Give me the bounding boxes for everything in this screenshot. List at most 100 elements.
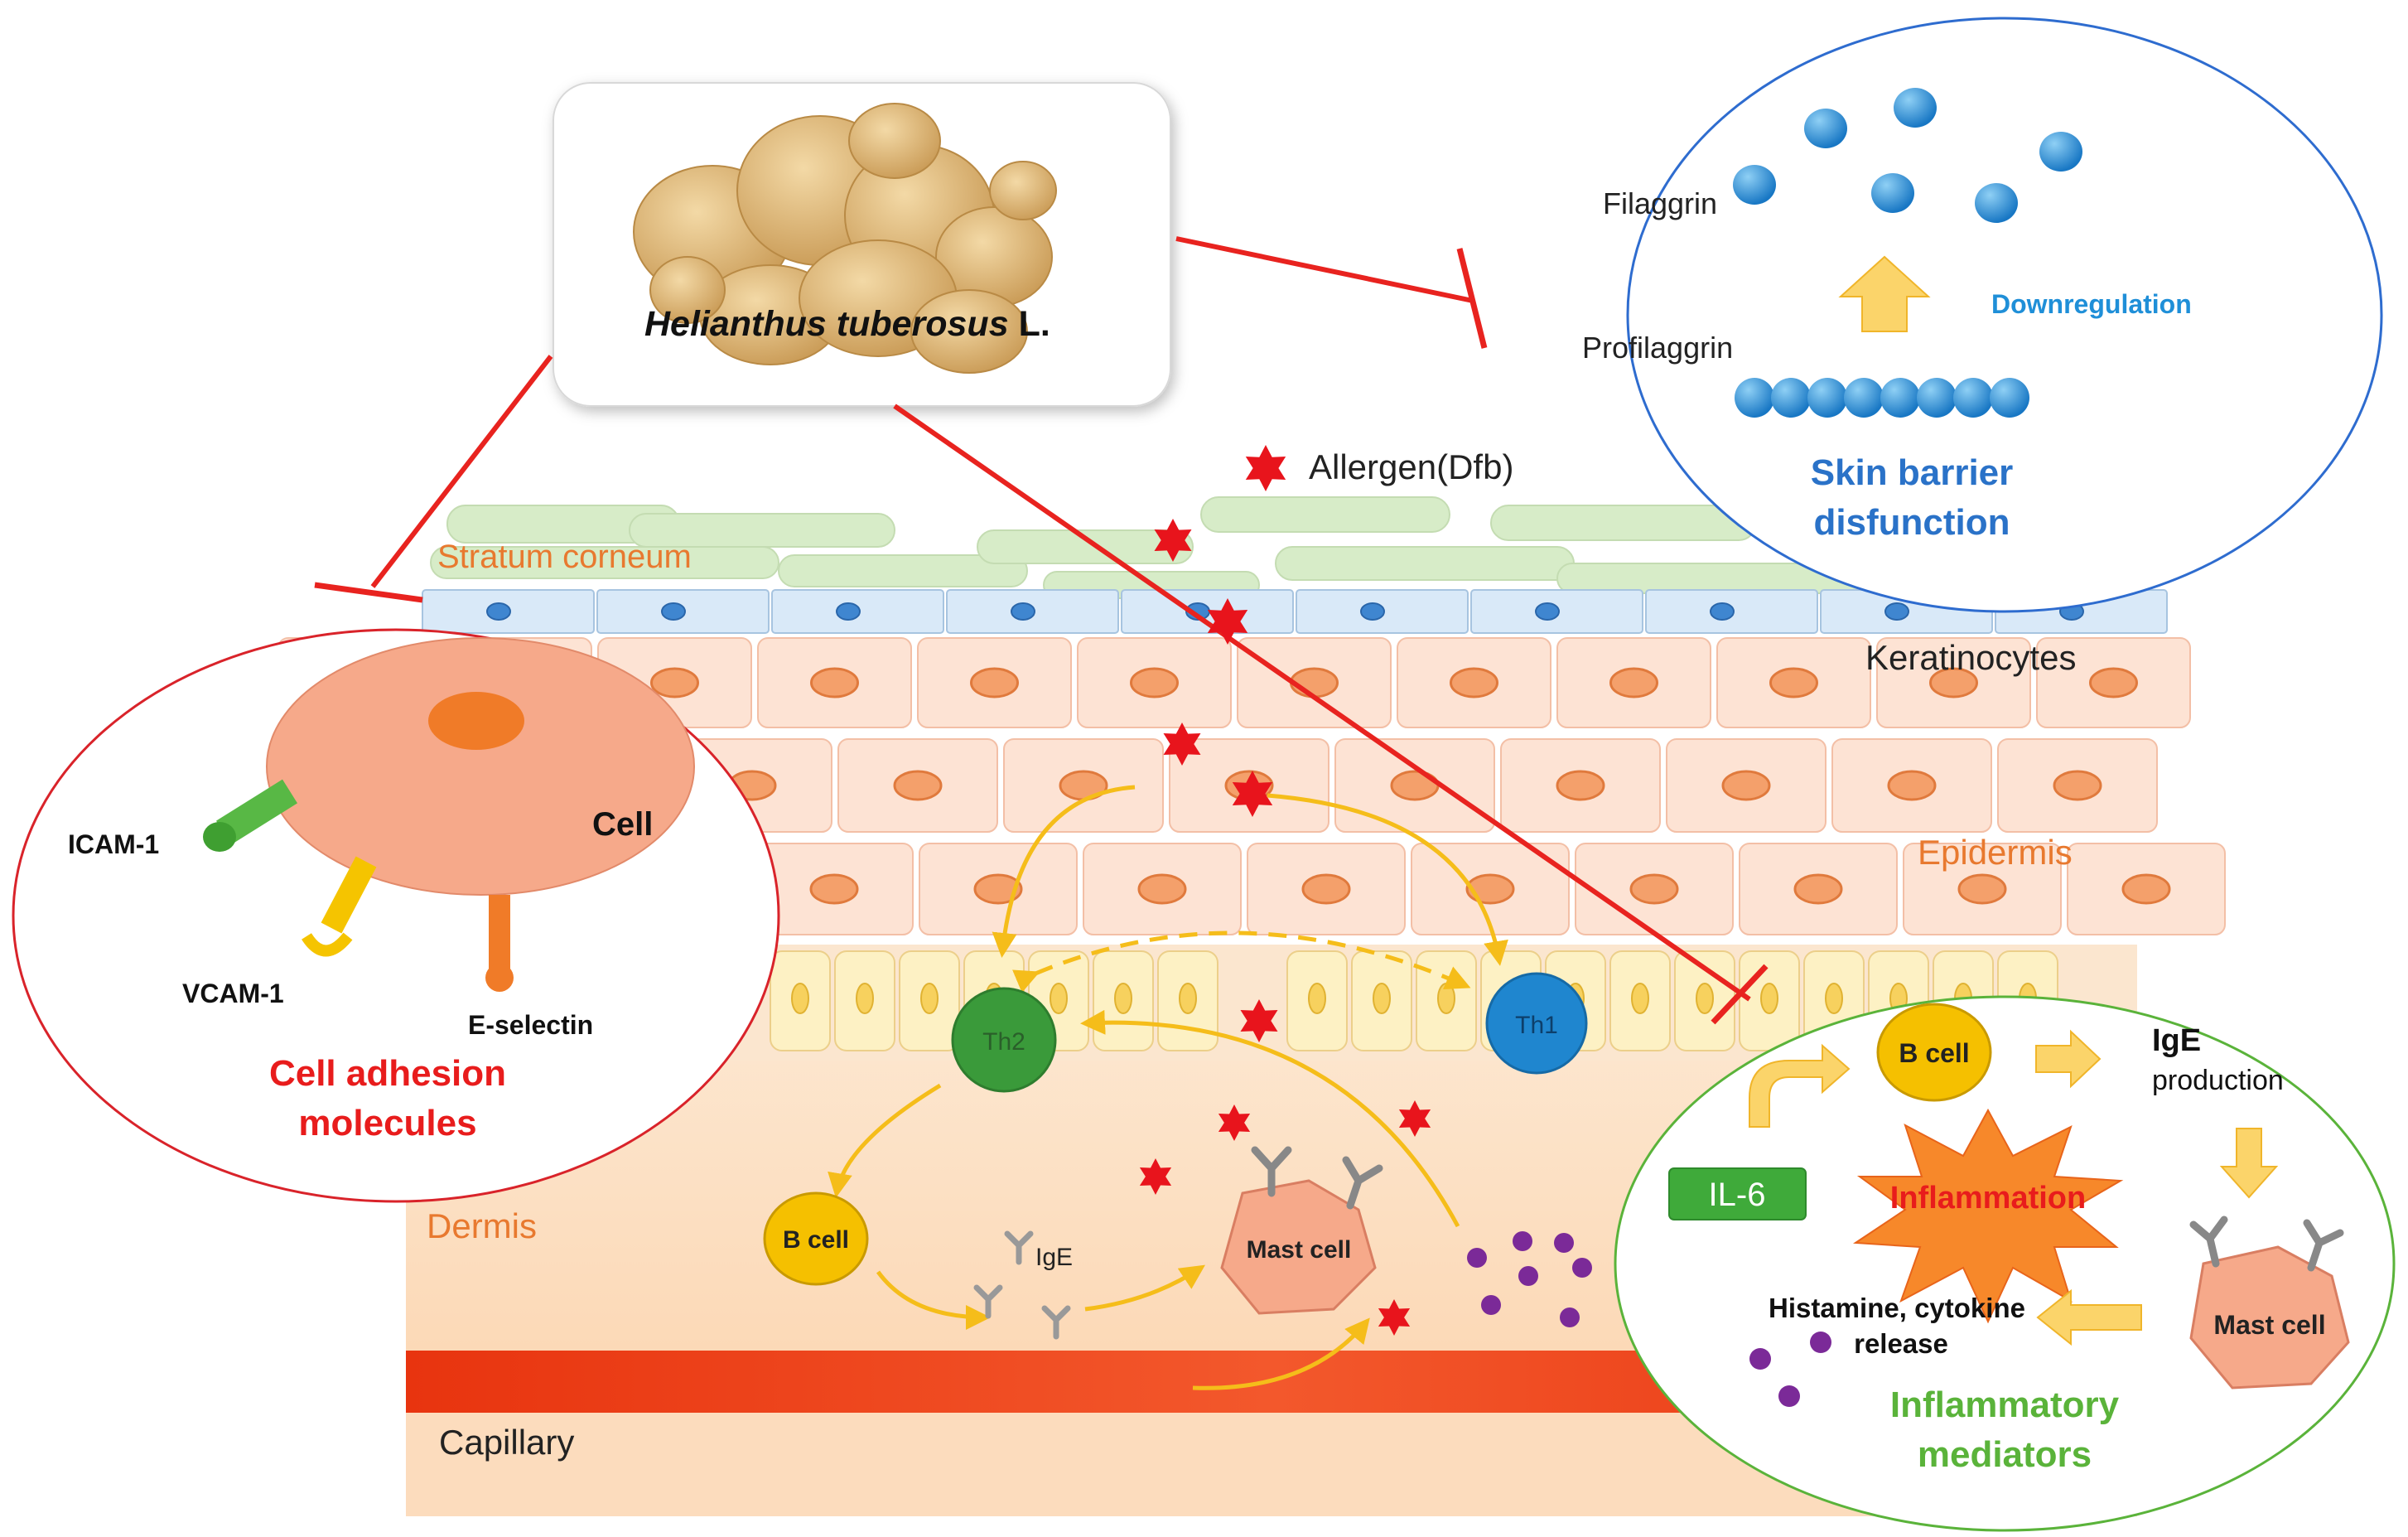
basal-cell [1416,950,1477,1051]
keratinocyte-cell [1247,843,1406,935]
arrow-mast-to-th2 [1080,1009,1460,1228]
cell-adhesion-panel: Cell ICAM-1 VCAM-1 E-selectin Cell adhes… [12,628,780,1203]
mediator-dots-panel [1749,1332,1831,1407]
il6-badge: IL-6 [1668,1167,1807,1220]
downregulation-label: Downregulation [1991,289,2192,319]
keratinocyte-cell [1334,738,1495,833]
keratinocyte-cell [755,843,914,935]
filaggrin-label: Filaggrin [1603,186,1717,220]
keratinocyte-cell [1500,738,1661,833]
basal-cell [1351,950,1412,1051]
keratinocyte-cell [1903,843,2062,935]
allergen-star-icon [1398,1100,1431,1137]
arrow-to-th1 [1267,793,1508,966]
arrow-mast-to-release [2036,1288,2142,1346]
keratinocyte-cell [1831,738,1992,833]
bcell-dermis: B cell [763,1191,869,1286]
profilaggrin-label: Profilaggrin [1582,331,1733,365]
blue-cell [946,589,1119,634]
arrow-il6-to-bcell [1749,1043,1851,1128]
allergen-legend-label: Allergen(Dfb) [1309,447,1513,486]
ige-label-dermis: IgE [1035,1244,1073,1271]
production-label: production [2152,1065,2284,1096]
keratinocyte-cell [1716,637,1871,728]
eselectin-receptor [485,895,514,992]
inhibition-lines [314,236,1769,1025]
profilaggrin-ball [1880,378,1920,418]
downregulation-arrow [1838,255,1931,332]
skin-barrier-panel: Filaggrin Profilaggrin Downregulation Sk… [1582,17,2383,613]
adhesion-title-2: molecules [298,1103,476,1143]
blue-cell [1121,589,1294,634]
keratinocyte-cell [1876,637,2031,728]
svg-text:Th1: Th1 [1515,1012,1558,1039]
mastcell-dermis: Mast cell [1220,1146,1383,1315]
keratinocyte-cell [917,637,1072,728]
keratinocyte-cell [1237,637,1392,728]
label-dermis: Dermis [427,1206,537,1245]
blue-cell [422,589,595,634]
keratinocyte-cell [919,843,1078,935]
profilaggrin-ball [1990,378,2029,418]
allergen-star-icon [1154,519,1192,562]
keratinocyte-cell [1003,738,1164,833]
dashed-th1-th2 [1012,930,1471,993]
arrow-to-th2 [992,785,1136,958]
th1-cell: Th1 [1485,972,1588,1075]
allergen-star-icon [1207,598,1248,645]
blue-cell [1645,589,1818,634]
keratinocyte-cell [757,637,912,728]
ige-antibody-icon [1041,1305,1071,1340]
svg-text:Mast cell: Mast cell [2213,1310,2325,1340]
allergen-star-icon [1163,723,1201,766]
icam-label: ICAM-1 [68,829,159,859]
arrow-capillary-to-mast [1192,1317,1370,1390]
allergen-star-icon [1232,771,1273,817]
bcell-panel: B cell [1876,1003,1992,1102]
svg-text:Mast cell: Mast cell [1247,1236,1352,1264]
profilaggrin-ball [1807,378,1847,418]
keratinocyte-cell [1997,738,2158,833]
release-label-1: Histamine, cytokine [1769,1293,2025,1323]
basal-cell [1739,950,1800,1051]
keratinocyte-cell [1739,843,1898,935]
ige-antibody-icon [973,1284,1003,1319]
label-epidermis: Epidermis [1918,833,2073,872]
inhibit-bar-inflammation [1711,964,1769,1025]
basal-cell [834,950,895,1051]
basal-cell [770,950,831,1051]
adhesion-cell [266,637,695,896]
profilaggrin-ball [1917,378,1957,418]
keratinocyte-cell [1077,637,1232,728]
plant-name: Helianthus tuberosus L. [644,304,1050,344]
inhibit-line-barrier [1175,236,1474,303]
inflammation-label: Inflammation [1890,1181,2086,1216]
blue-cell [771,589,944,634]
release-label-2: release [1854,1328,1948,1359]
keratinocyte-cell [837,738,998,833]
allergen-star-icon [1245,445,1286,491]
inflam-title-1: Inflammatory [1890,1385,2120,1425]
inhibit-line-adhesion [370,355,553,588]
barrier-title-2: disfunction [1813,502,2010,543]
adhesion-title-1: Cell adhesion [269,1053,506,1094]
inflam-title-2: mediators [1918,1434,2092,1475]
blue-keratinocyte-row [422,589,2168,634]
inhibit-line-inflammation [893,404,1751,1002]
tuber-image [633,103,1057,374]
svg-text:Th2: Th2 [982,1028,1025,1056]
arrow-ige-to-mast [2219,1128,2279,1199]
keratinocyte-cell [1556,637,1711,728]
ige-antibody-icon [1004,1230,1034,1265]
mastcell-panel: Mast cell [2189,1216,2350,1390]
inflammation-burst [1852,1108,2124,1324]
profilaggrin-balls [1735,378,2029,418]
label-stratum-corneum: Stratum corneum [437,539,692,575]
basal-cell [1157,950,1218,1051]
plant-box: Helianthus tuberosus L. [553,82,1171,407]
filaggrin-balls [1733,88,2082,223]
keratinocyte-cell [1575,843,1734,935]
ige-antibodies-dermis [973,1230,1071,1340]
keratinocyte-cell [1397,637,1551,728]
icam-receptor [203,779,298,852]
